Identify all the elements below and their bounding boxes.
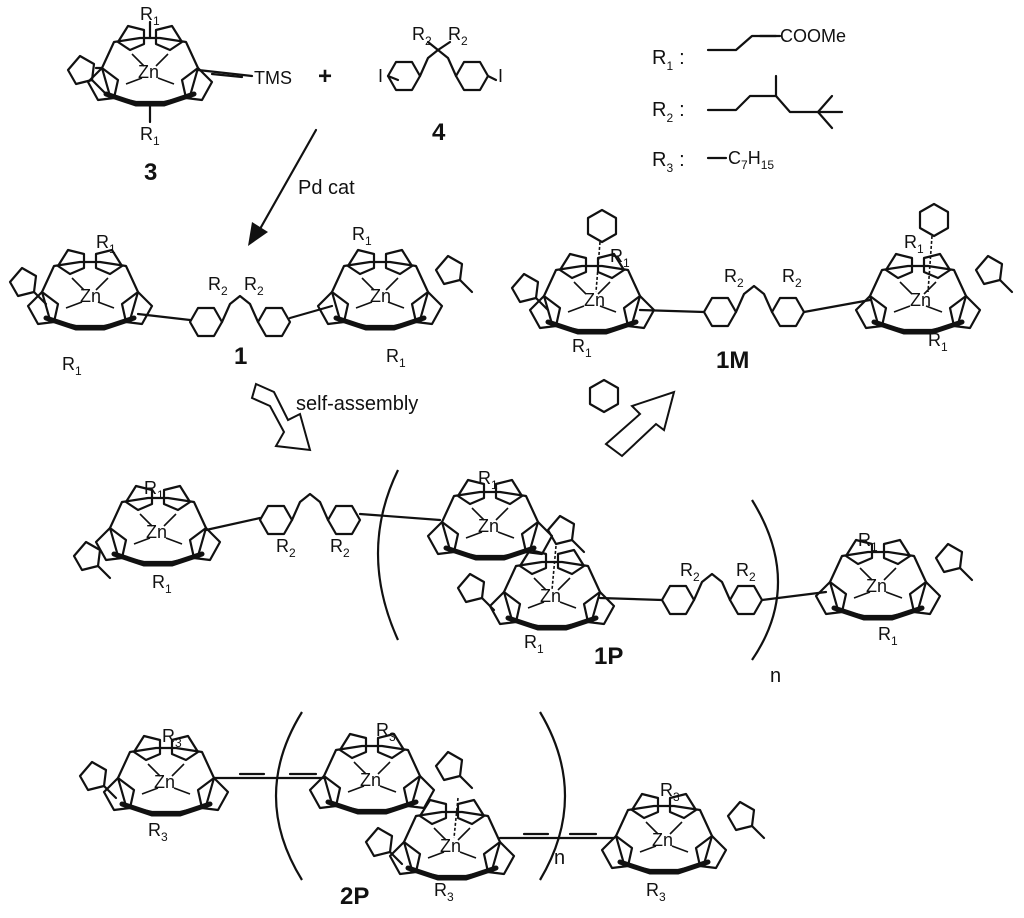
- repeat-paren-open: [274, 711, 303, 881]
- zinc-atom: Zn: [540, 586, 561, 606]
- polymer-2p-label: 2P: [340, 883, 369, 910]
- r1-label: R1: [904, 232, 924, 256]
- r3-label: R3: [660, 780, 680, 804]
- r2-label: R2: [330, 536, 350, 560]
- r1-label: R1: [928, 330, 948, 354]
- zinc-atom: Zn: [478, 516, 499, 536]
- self-assembly-arrow: [250, 382, 312, 452]
- zinc-atom: Zn: [866, 576, 887, 596]
- r1-label: R1: [572, 336, 592, 360]
- r1-label: R1: [478, 468, 498, 492]
- compound-1m-structure: Zn Zn R1 R1 R1 R1 R2 R2: [510, 202, 1014, 360]
- iodine-left: I: [378, 66, 383, 86]
- compound-3-label: 3: [144, 159, 157, 186]
- r2-label: R2: [782, 266, 802, 290]
- zinc-atom: Zn: [584, 290, 605, 310]
- r1-label: R1: [352, 224, 372, 248]
- pyridine-reagent: [588, 378, 620, 414]
- r3-label: R3: [376, 720, 396, 744]
- r2-label: R2: [244, 274, 264, 298]
- r3-label: R3: [646, 880, 666, 904]
- r1-label: R1: [96, 232, 116, 256]
- r1-label: R1: [858, 530, 878, 554]
- zinc-atom: Zn: [154, 772, 175, 792]
- tms-group: TMS: [254, 68, 292, 88]
- zinc-atom: Zn: [360, 770, 381, 790]
- zinc-atom: Zn: [370, 286, 391, 306]
- compound-3-structure: Zn R1 R1 TMS: [66, 4, 292, 148]
- repeat-paren-close: [751, 499, 780, 661]
- r2-label: R2: [736, 560, 756, 584]
- self-assembly-label: self-assembly: [296, 393, 418, 415]
- r1-label-top: R1: [140, 4, 160, 28]
- r2-label: R2: [276, 536, 296, 560]
- r1-label: R1: [878, 624, 898, 648]
- zinc-atom: Zn: [652, 830, 673, 850]
- polymer-2p-structure: Zn Zn Zn Zn R3 R3 R3 R3 R3 R3 n: [78, 711, 766, 904]
- compound-1-structure: Zn Zn R1 R1 R1 R1 R2 R2: [8, 224, 474, 378]
- r1-label: R1: [152, 572, 172, 596]
- r2-label-a: R2: [412, 24, 432, 48]
- r1-label: R1: [610, 246, 630, 270]
- compound-4-label: 4: [432, 119, 446, 146]
- repeat-unit-n: n: [554, 847, 565, 869]
- substituent-key: R1: COOMe R2: R3: C7H15: [652, 26, 846, 175]
- r2-definition-label: R2:: [652, 99, 685, 125]
- compound-4-structure: I I R2 R2: [378, 24, 503, 92]
- repeat-unit-n: n: [770, 665, 781, 687]
- compound-1-label: 1: [234, 343, 247, 370]
- r3-heptyl-group: C7H15: [728, 148, 774, 172]
- polymer-1p-structure: Zn Zn Zn Zn R1 R1 R1 R1 R1 R1 R2 R2 R2 R…: [72, 468, 974, 687]
- r3-definition-label: R3:: [652, 149, 685, 175]
- zinc-atom: Zn: [440, 836, 461, 856]
- r1-label: R1: [62, 354, 82, 378]
- r2-label: R2: [724, 266, 744, 290]
- polymer-1p-label: 1P: [594, 643, 623, 670]
- plus-sign: +: [318, 63, 332, 90]
- r1-ester-group: COOMe: [780, 26, 846, 46]
- r2-label-b: R2: [448, 24, 468, 48]
- compound-1m-label: 1M: [716, 347, 749, 374]
- r1-definition-label: R1:: [652, 47, 685, 73]
- repeat-paren-close: [539, 711, 567, 881]
- zinc-atom: Zn: [910, 290, 931, 310]
- r1-label-bottom: R1: [140, 124, 160, 148]
- r3-label: R3: [148, 820, 168, 844]
- pd-catalyst-label: Pd cat: [298, 177, 355, 199]
- zinc-atom: Zn: [146, 522, 167, 542]
- r2-label: R2: [208, 274, 228, 298]
- r1-label: R1: [386, 346, 406, 370]
- pyridine-arrow: [604, 390, 676, 458]
- iodine-right: I: [498, 66, 503, 86]
- zinc-atom: Zn: [138, 62, 159, 82]
- zinc-atom: Zn: [80, 286, 101, 306]
- r3-label: R3: [434, 880, 454, 904]
- r2-label: R2: [680, 560, 700, 584]
- pd-coupling-arrow: [248, 128, 318, 246]
- r1-label: R1: [144, 478, 164, 502]
- r3-label: R3: [162, 726, 182, 750]
- repeat-paren-open: [376, 469, 400, 641]
- r1-label: R1: [524, 632, 544, 656]
